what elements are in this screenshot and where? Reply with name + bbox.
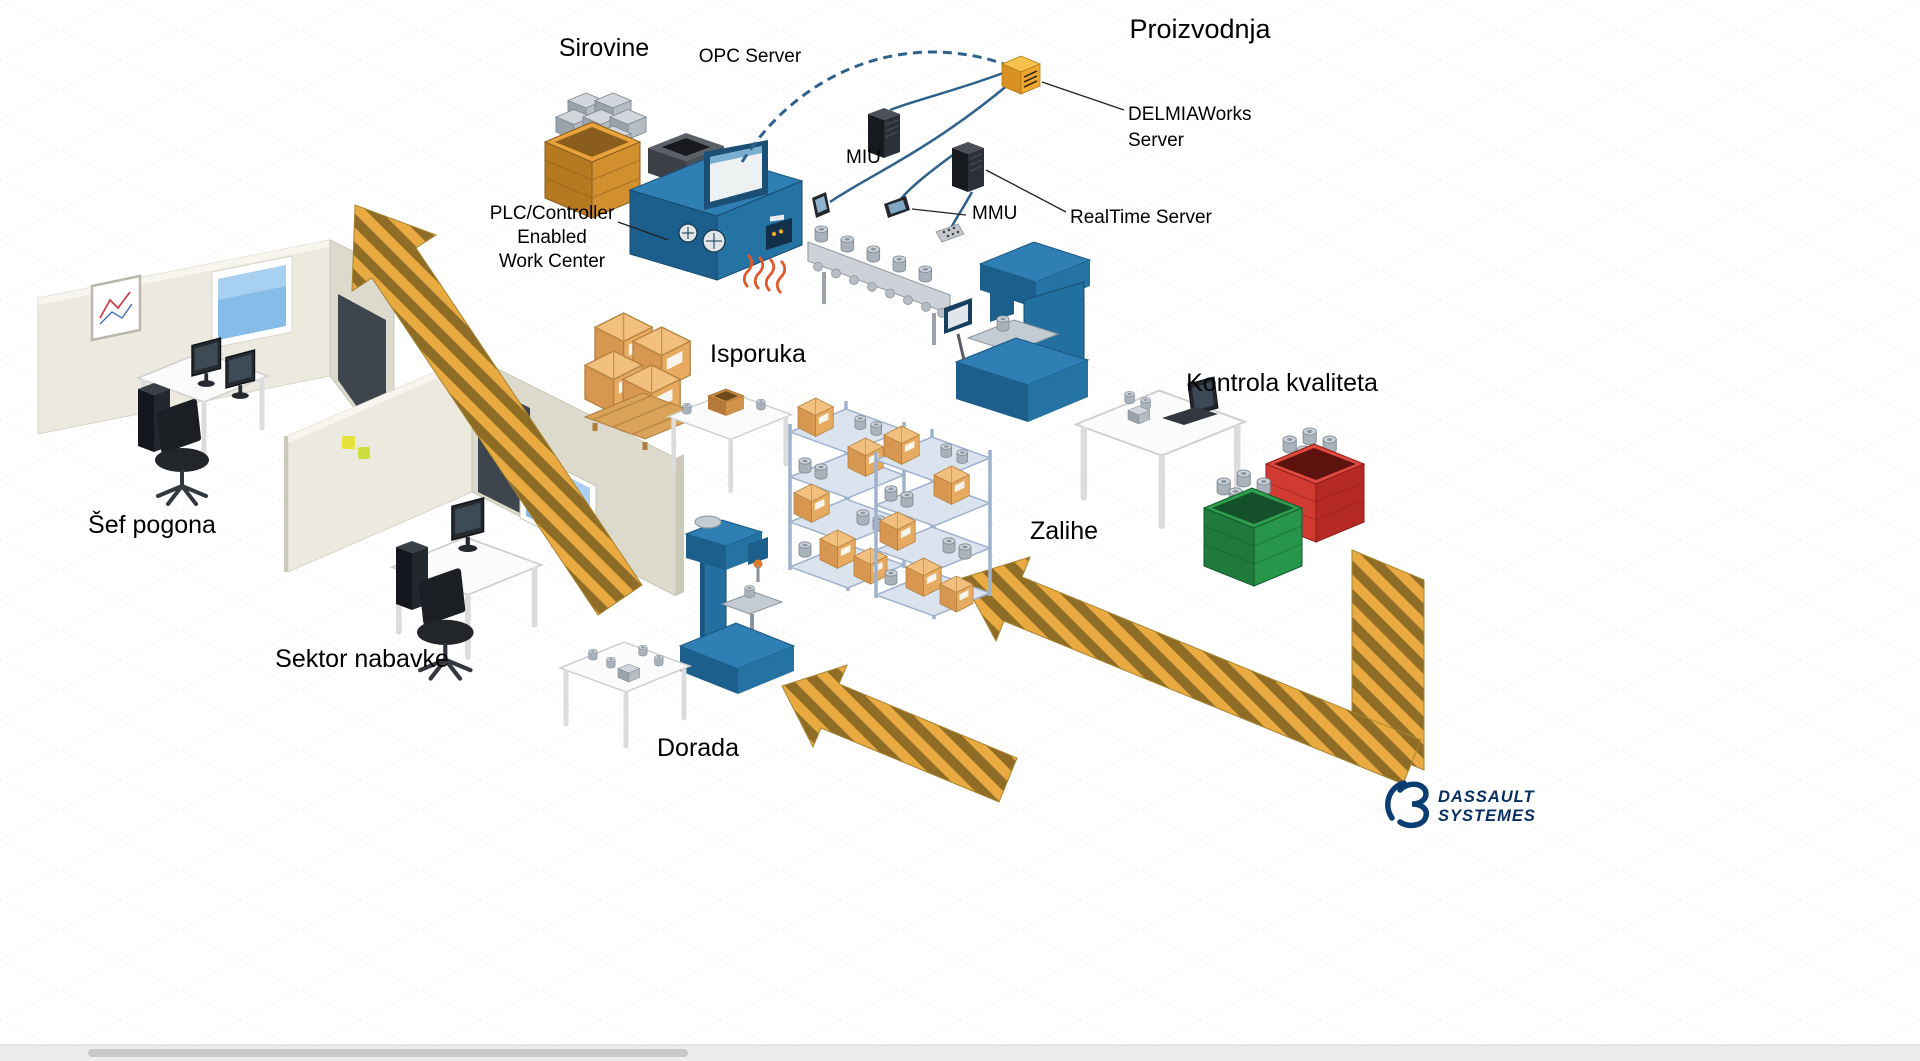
- arrow-to-dorada: [781, 664, 1018, 803]
- heating-coils: [742, 254, 787, 294]
- label-sektor-nabavke: Sektor nabavke: [275, 645, 449, 673]
- label-sef-pogona: Šef pogona: [88, 510, 216, 539]
- mmu-device: [884, 196, 910, 218]
- wall-chart-frame: [90, 274, 142, 342]
- label-delmiaworks-server: DELMIAWorks: [1128, 104, 1252, 125]
- parts-crate-green: [1202, 469, 1304, 587]
- label-kontrola-kvaliteta: Kontrola kvaliteta: [1186, 369, 1378, 397]
- hmi-screen: [704, 140, 768, 210]
- label-opc-server: OPC Server: [699, 46, 802, 67]
- sticky-notes: [341, 435, 371, 460]
- horizontal-scrollbar-thumb[interactable]: [88, 1049, 688, 1057]
- label-mmu: MMU: [972, 203, 1017, 224]
- realtime-server: [951, 141, 985, 193]
- label-plc-1: PLC/Controller: [490, 203, 615, 224]
- arrow-to-zalihe: [961, 556, 1422, 785]
- label-sirovine: Sirovine: [559, 34, 649, 62]
- delmiaworks-server-box: [1000, 55, 1042, 95]
- label-plc-3: Work Center: [499, 251, 606, 272]
- plc-work-center-machine: [628, 133, 804, 294]
- label-delmiaworks-server-2: Server: [1128, 130, 1185, 151]
- flow-arrows: [351, 204, 1425, 803]
- raw-materials-crate: [543, 92, 647, 219]
- page-title: Proizvodnja: [1129, 14, 1271, 44]
- label-plc-2: Enabled: [517, 227, 587, 248]
- laptop: [1162, 376, 1219, 425]
- open-box: [706, 388, 746, 416]
- opc-dashed-link: [740, 50, 1005, 163]
- 3ds-logo-mark: [1385, 780, 1430, 829]
- diagram-labels: Sirovine OPC Server Proizvodnja DELMIAWo…: [88, 14, 1378, 762]
- logo-text-dassault: DASSAULT: [1438, 788, 1536, 806]
- press-control-screen: [944, 298, 972, 361]
- arrow-segment-right: [1351, 549, 1425, 771]
- label-miu: MIU: [846, 147, 881, 168]
- packing-table: [668, 388, 792, 491]
- keypad-device: [935, 223, 965, 243]
- arrow-to-sirovine: [351, 204, 643, 616]
- label-realtime-server: RealTime Server: [1070, 207, 1213, 228]
- label-isporuka: Isporuka: [710, 340, 806, 368]
- quality-control-station: [1076, 376, 1245, 526]
- horizontal-scrollbar: [0, 1044, 1920, 1061]
- finishing-drill-machine: [678, 515, 796, 694]
- label-dorada: Dorada: [657, 734, 739, 762]
- logo-text-systemes: SYSTEMES: [1438, 807, 1536, 825]
- press-machine: [944, 241, 1092, 422]
- miu-handheld-device: [812, 192, 830, 218]
- window: [211, 255, 293, 349]
- parts-crate-red: [1264, 427, 1366, 543]
- dassault-systemes-logo: DASSAULT SYSTEMES: [1385, 780, 1536, 829]
- label-zalihe: Zalihe: [1030, 517, 1098, 545]
